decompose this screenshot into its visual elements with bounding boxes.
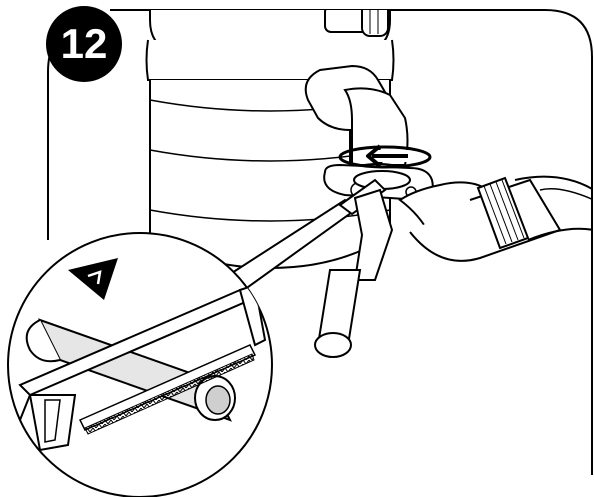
step-number-label: 12 <box>61 20 108 67</box>
step-number-badge: 12 <box>46 6 122 82</box>
detail-magnifier <box>8 233 272 497</box>
dishwasher-inlet-fitting <box>325 2 388 36</box>
